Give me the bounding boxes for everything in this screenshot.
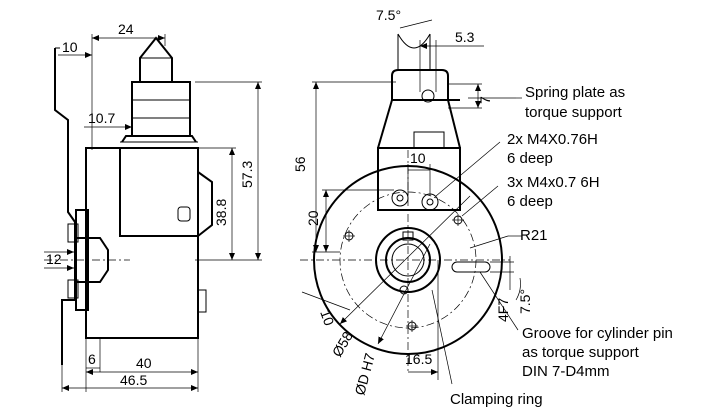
callout-spring-plate-2: torque support xyxy=(525,104,623,121)
callout-groove-2: as torque support xyxy=(522,344,640,361)
callout-m4-076-1: 2x M4X0.76H xyxy=(507,131,598,148)
callout-groove-1: Groove for cylinder pin xyxy=(522,325,673,342)
m4-holes-3x xyxy=(343,214,464,332)
callout-spring-plate-1: Spring plate as xyxy=(525,84,625,101)
dim-46-5: 46.5 xyxy=(120,372,147,388)
dim-dh7: ØD H7 xyxy=(351,351,378,397)
dim-24: 24 xyxy=(118,21,134,37)
dim-10-lower: 10 xyxy=(317,308,337,328)
dim-d58: Ø58 xyxy=(329,328,356,359)
cable-gland xyxy=(131,36,191,137)
callout-leaders xyxy=(431,97,522,385)
dim-10-side: 10 xyxy=(62,39,78,55)
dim-57-3: 57.3 xyxy=(239,161,255,188)
dim-20: 20 xyxy=(305,210,321,226)
m4-holes-2x xyxy=(391,189,439,211)
dim-12: 12 xyxy=(46,251,62,267)
dim-40: 40 xyxy=(136,355,152,371)
dim-16-5: 16.5 xyxy=(405,351,432,367)
dim-5-3: 5.3 xyxy=(455,29,475,45)
dim-4f7: 4F7 xyxy=(495,298,511,322)
callout-m4-07-1: 3x M4x0.7 6H xyxy=(507,174,600,191)
front-view: 7.5° 5.3 7 56 10 20 xyxy=(292,7,673,408)
callout-groove-3: DIN 7-D4mm xyxy=(522,363,610,380)
callout-m4-076-2: 6 deep xyxy=(507,150,553,167)
shaft-side xyxy=(44,237,130,283)
spring-plate-front xyxy=(377,33,461,211)
hollow-shaft-bore xyxy=(385,237,431,283)
dim-6: 6 xyxy=(88,351,96,367)
dim-7: 7 xyxy=(477,96,493,104)
dim-10-front: 10 xyxy=(410,150,426,166)
dim-10-7: 10.7 xyxy=(88,110,115,126)
dim-7-5-top: 7.5° xyxy=(376,7,401,23)
callout-clamping-ring: Clamping ring xyxy=(450,391,543,408)
side-dimensions: 24 10 10.7 57.3 38.8 12 xyxy=(44,21,262,392)
spring-plate-side xyxy=(54,47,76,365)
callout-m4-07-2: 6 deep xyxy=(507,193,553,210)
pin-groove xyxy=(451,261,491,273)
dim-r21: R21 xyxy=(520,227,548,244)
dim-7-5-right: 7.5° xyxy=(517,289,533,314)
dim-56: 56 xyxy=(292,156,308,172)
dim-38-8: 38.8 xyxy=(213,199,229,226)
side-view: 24 10 10.7 57.3 38.8 12 xyxy=(44,21,262,392)
